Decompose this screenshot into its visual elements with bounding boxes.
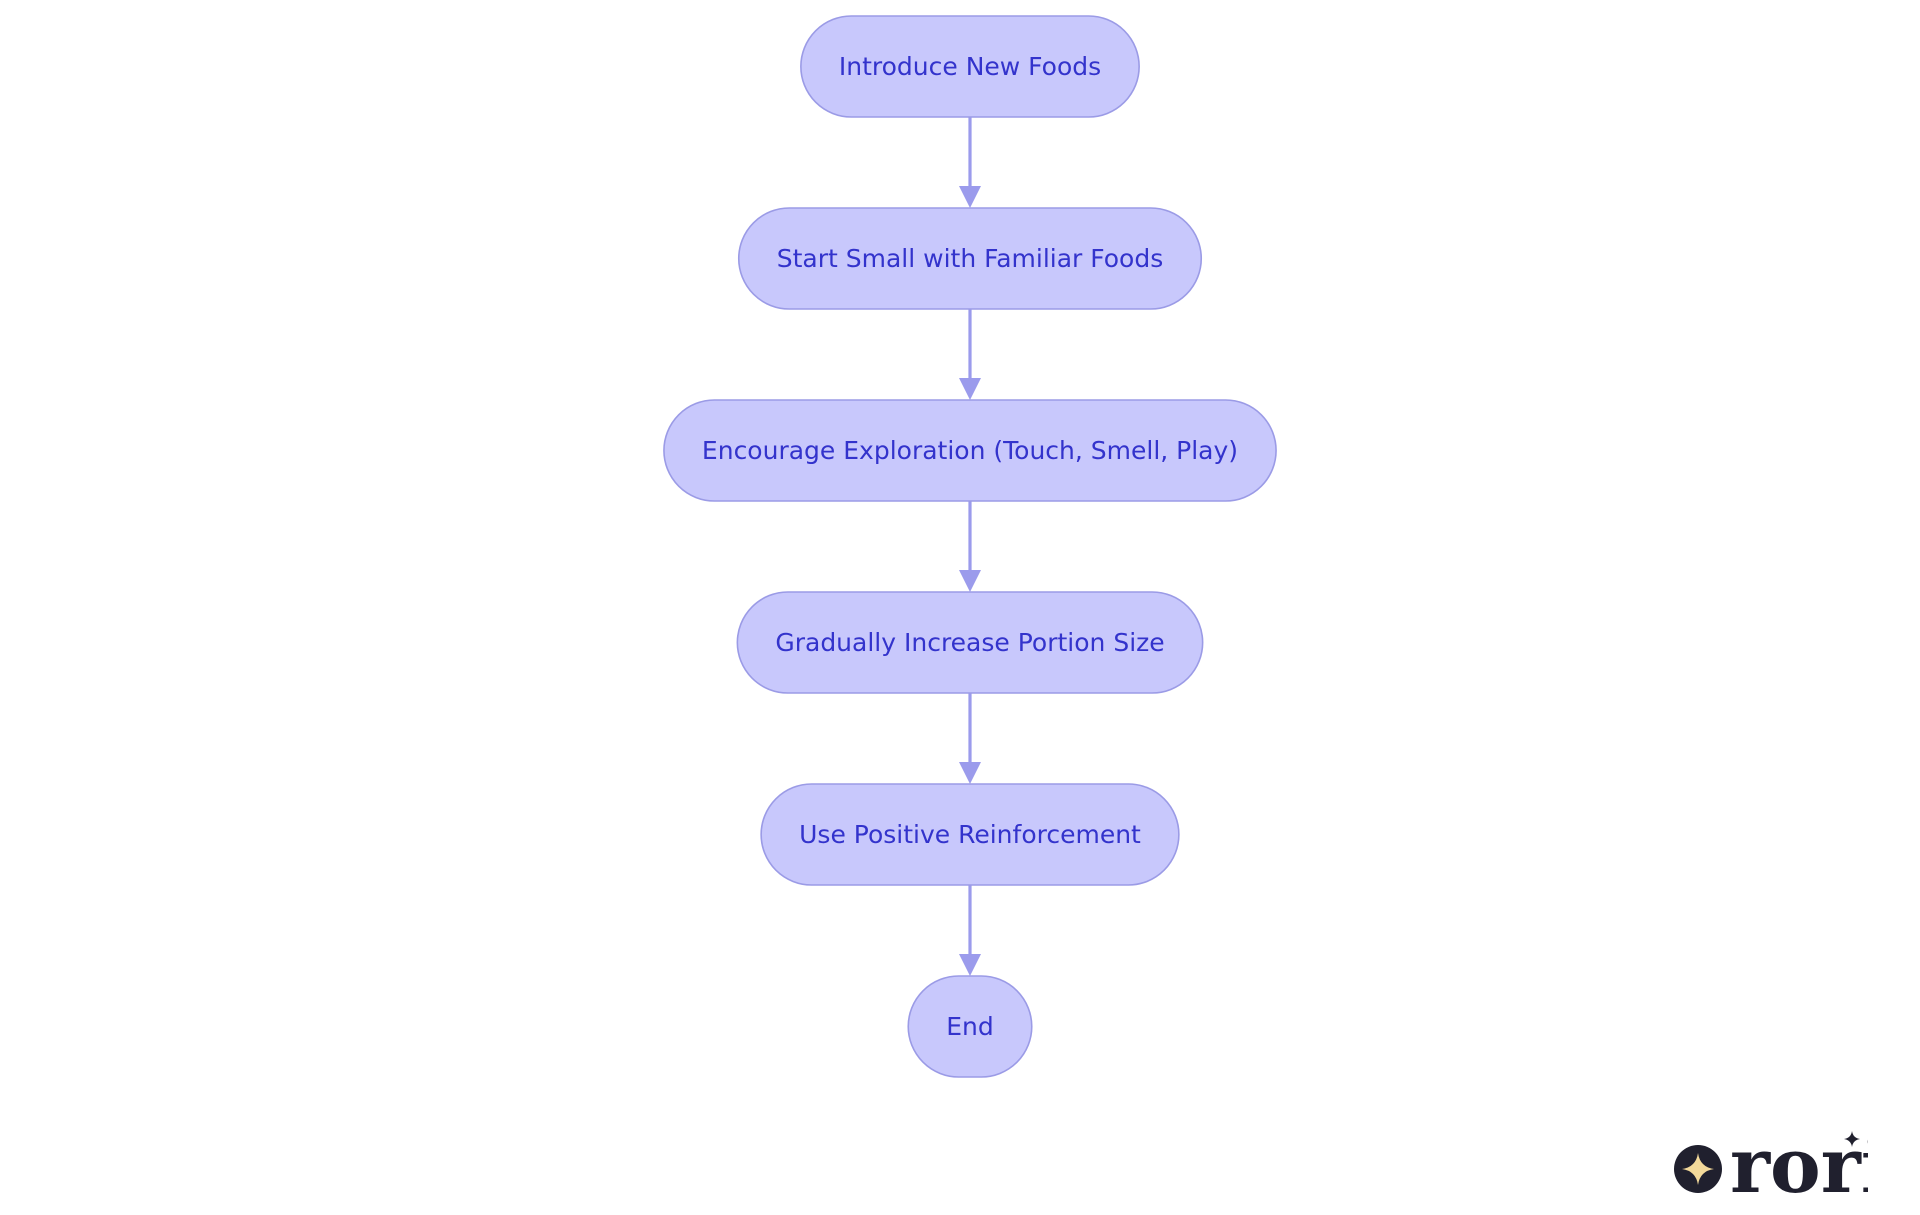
sparkle-icon bbox=[1682, 1153, 1714, 1185]
flow-node-label: Encourage Exploration (Touch, Smell, Pla… bbox=[702, 436, 1238, 465]
arrowhead-icon bbox=[959, 954, 981, 976]
flow-node-label: Introduce New Foods bbox=[839, 52, 1101, 81]
flow-node-label: End bbox=[946, 1012, 994, 1041]
flow-edge bbox=[959, 501, 981, 592]
flow-edge bbox=[959, 885, 981, 976]
flow-node-shape bbox=[663, 399, 1277, 502]
flow-edge bbox=[959, 693, 981, 784]
flow-node-label: Use Positive Reinforcement bbox=[799, 820, 1141, 849]
arrowhead-icon bbox=[959, 762, 981, 784]
flow-node-shape bbox=[736, 591, 1204, 694]
small-sparkle-icon bbox=[1844, 1131, 1860, 1147]
arrowhead-icon bbox=[959, 570, 981, 592]
flow-node-shape bbox=[800, 15, 1140, 118]
flow-node: End bbox=[907, 975, 1033, 1078]
sparkle-badge bbox=[1674, 1145, 1722, 1193]
flow-node: Introduce New Foods bbox=[800, 15, 1140, 118]
flow-node-shape bbox=[737, 207, 1203, 310]
arrowhead-icon bbox=[959, 186, 981, 208]
flow-node-label: Start Small with Familiar Foods bbox=[777, 244, 1164, 273]
flow-node: Use Positive Reinforcement bbox=[760, 783, 1180, 886]
logo-wordmark: rori bbox=[1730, 1130, 1868, 1200]
flow-node-label: Gradually Increase Portion Size bbox=[775, 628, 1164, 657]
arrowhead-icon bbox=[959, 378, 981, 400]
flow-node: Start Small with Familiar Foods bbox=[737, 207, 1203, 310]
flow-edge bbox=[959, 117, 981, 208]
flowchart-edges bbox=[959, 117, 981, 976]
flow-node-shape bbox=[760, 783, 1180, 886]
flow-node: Gradually Increase Portion Size bbox=[736, 591, 1204, 694]
brand-logo: rori bbox=[1674, 1130, 1868, 1200]
flow-edge bbox=[959, 309, 981, 400]
flow-node-shape bbox=[907, 975, 1033, 1078]
flow-node: Encourage Exploration (Touch, Smell, Pla… bbox=[663, 399, 1277, 502]
